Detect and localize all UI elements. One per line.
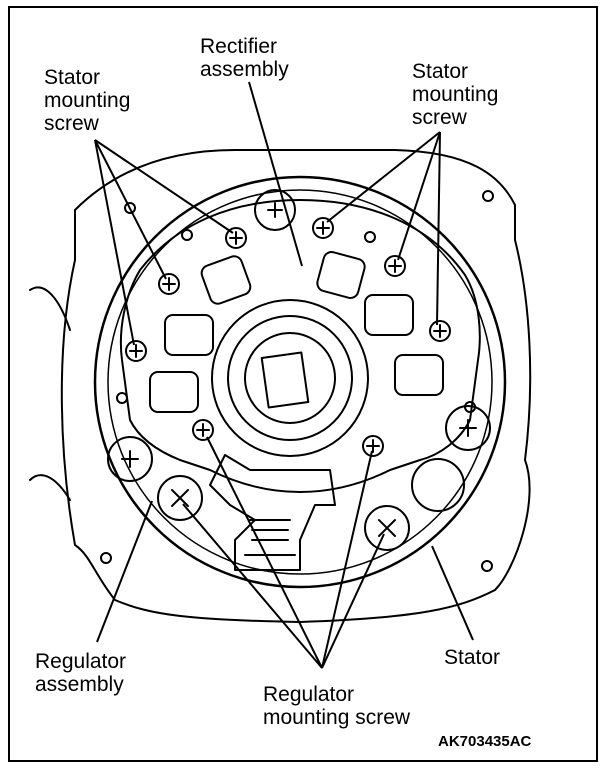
label-regulator-assembly: Regulator assembly xyxy=(35,650,127,696)
screw-regulator-left xyxy=(157,475,203,521)
label-stator-mounting-screw-left: Stator mounting screw xyxy=(44,66,131,135)
stator-ring xyxy=(93,175,507,589)
screw-top-center xyxy=(254,189,296,231)
label-stator: Stator xyxy=(444,646,501,669)
label-rectifier-assembly: Rectifier assembly xyxy=(200,35,289,81)
screw-right xyxy=(445,405,491,451)
center-hub xyxy=(211,299,369,457)
screw-regulator-right xyxy=(364,505,410,551)
rectifier-board xyxy=(119,199,481,493)
diagram-frame xyxy=(8,6,598,762)
label-stator-mounting-screw-right: Stator mounting screw xyxy=(412,60,499,129)
figure-id: AK703435AC xyxy=(438,733,532,750)
screw-left-lower xyxy=(107,436,153,482)
label-regulator-mounting-screw: Regulator mounting screw xyxy=(263,683,411,729)
alternator-housing xyxy=(60,149,532,623)
regulator-bracket xyxy=(209,454,336,571)
